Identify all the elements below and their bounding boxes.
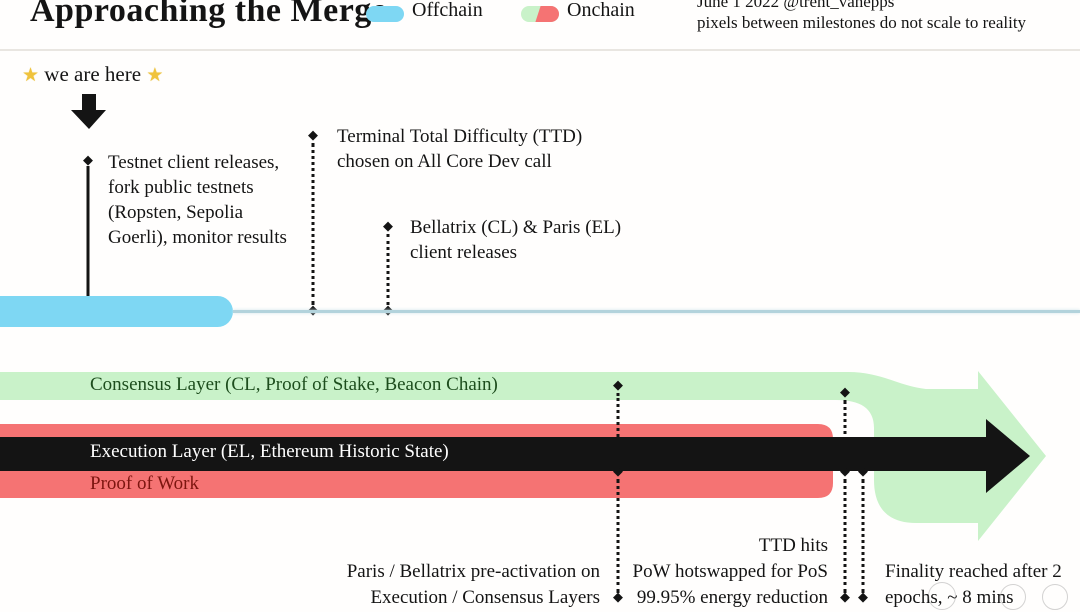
text-line: chosen on All Core Dev call — [337, 151, 552, 172]
text-line: PoW hotswapped for PoS — [632, 561, 828, 582]
milestone-connector-dotted — [386, 234, 390, 305]
we-are-here-label: we are here — [44, 62, 142, 86]
offchain-thin-line — [233, 310, 1080, 313]
milestone-ttd-hits-label: TTD hits PoW hotswapped for PoS 99.95% e… — [600, 533, 828, 611]
milestone-client-releases-label: Bellatrix (CL) & Paris (EL) client relea… — [410, 215, 621, 265]
watermark — [1042, 584, 1068, 610]
watermark — [1000, 584, 1026, 610]
text-line: Paris / Bellatrix pre-activation on — [346, 561, 600, 582]
text-line: Finality reached after 2 — [885, 561, 1062, 582]
milestone-connector-dotted — [616, 393, 620, 466]
offchain-legend-label: Offchain — [412, 0, 483, 21]
watermark — [928, 582, 956, 610]
text-line: Goerli), monitor results — [108, 227, 287, 248]
consensus-layer-label: Consensus Layer (CL, Proof of Stake, Bea… — [90, 374, 498, 395]
text-line: TTD hits — [758, 535, 828, 556]
we-are-here-callout: ★ we are here ★ — [22, 62, 163, 87]
text-line: 99.95% energy reduction — [636, 587, 828, 608]
milestone-connector-dotted — [616, 479, 620, 593]
onchain-legend-swatch — [521, 6, 559, 22]
down-arrow-icon — [71, 94, 106, 129]
milestone-connector-dotted — [843, 479, 847, 593]
text-line: Execution / Consensus Layers — [370, 587, 600, 608]
milestone-connector-dotted — [861, 479, 865, 593]
onchain-legend-label: Onchain — [567, 0, 635, 21]
milestone-connector-dotted — [843, 400, 847, 466]
offchain-legend-swatch — [366, 6, 404, 22]
credit-note: pixels between milestones do not scale t… — [697, 13, 1027, 32]
text-line: Bellatrix (CL) & Paris (EL) — [410, 217, 622, 238]
milestone-testnet-label: Testnet client releases, fork public tes… — [108, 150, 287, 250]
milestone-preactivation-label: Paris / Bellatrix pre-activation on Exec… — [330, 559, 600, 611]
milestone-finality-label: Finality reached after 2 epochs, ~ 8 min… — [885, 559, 1062, 611]
star-icon: ★ — [146, 64, 164, 86]
proof-of-work-label: Proof of Work — [90, 473, 199, 494]
execution-black-arrow-shape — [0, 419, 1030, 493]
execution-layer-label: Execution Layer (EL, Ethereum Historic S… — [90, 441, 449, 462]
offchain-band — [0, 296, 233, 327]
header-divider — [0, 49, 1080, 51]
milestone-connector-solid — [86, 166, 90, 308]
text-line: Testnet client releases, — [108, 152, 280, 173]
text-line: (Ropsten, Sepolia — [108, 202, 244, 223]
milestone-connector-dotted — [311, 143, 315, 305]
credit-author: June 1 2022 @trent_vanepps — [697, 0, 895, 11]
star-icon: ★ — [22, 64, 40, 86]
text-line: Terminal Total Difficulty (TTD) — [337, 126, 583, 147]
milestone-ttd-chosen-label: Terminal Total Difficulty (TTD) chosen o… — [337, 124, 582, 174]
consensus-merge-arrow-shape — [0, 371, 1046, 541]
text-line: fork public testnets — [108, 177, 254, 198]
text-line: client releases — [410, 242, 518, 263]
page-title: Approaching the Merge — [30, 0, 388, 29]
text-line: epochs, ~ 8 mins — [885, 587, 1014, 608]
